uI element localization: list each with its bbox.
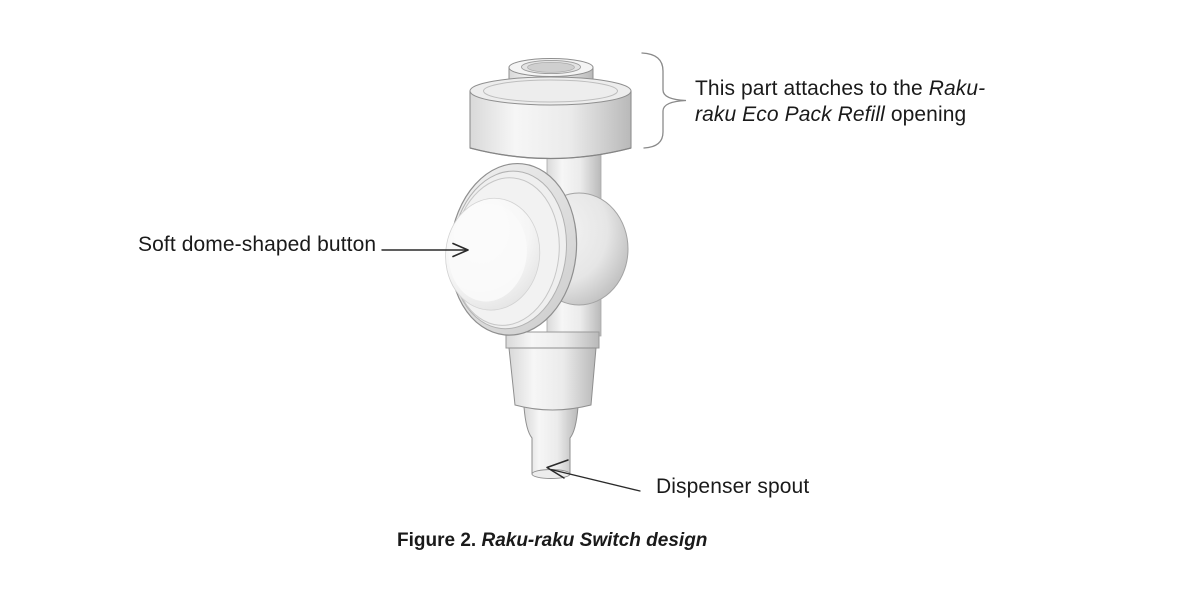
button-arrow <box>381 242 469 258</box>
figure-caption-number: Figure 2. <box>397 530 477 551</box>
figure-caption: Figure 2. Raku-raku Switch design <box>397 530 707 552</box>
dispenser-spout-part <box>523 406 579 479</box>
dome-button-part <box>445 162 578 336</box>
attach-annotation: This part attaches to the Raku- raku Eco… <box>695 76 985 128</box>
attach-annotation-line2-regular: opening <box>884 103 967 126</box>
spout-arrow <box>546 459 641 492</box>
attach-annotation-line1-regular: This part attaches to the <box>695 77 929 100</box>
refill-attachment-collar-part <box>469 76 632 160</box>
lower-body-part <box>505 331 600 411</box>
dome-button-label: Soft dome-shaped button <box>138 233 377 256</box>
attachment-brace <box>641 52 687 149</box>
attach-annotation-line1-italic: Raku- <box>928 77 986 100</box>
figure-caption-title: Raku-raku Switch design <box>476 530 708 551</box>
spout-label: Dispenser spout <box>656 475 810 498</box>
attach-annotation-line2-italic: raku Eco Pack Refill <box>695 103 885 126</box>
